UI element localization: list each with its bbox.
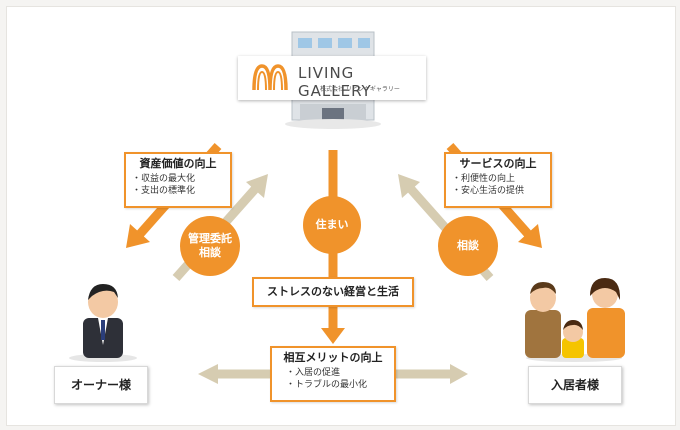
resident-benefit-item: ・安心生活の提供 bbox=[452, 186, 525, 196]
center-banner: ストレスのない経営と生活 bbox=[252, 277, 414, 307]
resident-benefit-item: ・利便性の向上 bbox=[452, 174, 516, 184]
company-sub: 株式会社 リビングギャラリー bbox=[320, 86, 400, 93]
owner-benefit-title: 資産価値の向上 bbox=[139, 157, 217, 170]
owner-benefit-item: ・支出の標準化 bbox=[132, 186, 196, 196]
owner-benefit-item: ・収益の最大化 bbox=[132, 174, 196, 184]
mutual-benefit-box: 相互メリットの向上 ・入居の促進 ・トラブルの最小化 bbox=[270, 346, 396, 402]
mutual-benefit-title: 相互メリットの向上 bbox=[283, 351, 383, 364]
sumai-label: 住まい bbox=[315, 218, 349, 231]
resident-benefit-title: サービスの向上 bbox=[459, 157, 537, 170]
resident-family-icon bbox=[525, 278, 625, 362]
center-banner-text: ストレスのない経営と生活 bbox=[267, 285, 399, 298]
management-consult-line1: 管理委託 bbox=[188, 232, 232, 245]
owner-benefit-box: 資産価値の向上 ・収益の最大化 ・支出の標準化 bbox=[124, 152, 232, 208]
mutual-benefit-item: ・トラブルの最小化 bbox=[286, 380, 368, 390]
mutual-benefit-item: ・入居の促進 bbox=[286, 368, 341, 378]
consult-label: 相談 bbox=[457, 239, 479, 252]
company-name: LIVING GALLERY bbox=[298, 64, 372, 100]
building-icon bbox=[285, 31, 381, 129]
management-consult-line2: 相談 bbox=[199, 246, 221, 259]
consult-circle: 相談 bbox=[438, 216, 498, 276]
owner-person-icon bbox=[69, 284, 137, 362]
management-consult-circle: 管理委託 相談 bbox=[180, 216, 240, 276]
resident-benefit-box: サービスの向上 ・利便性の向上 ・安心生活の提供 bbox=[444, 152, 552, 208]
sumai-circle: 住まい bbox=[303, 196, 361, 254]
resident-label: 入居者様 bbox=[528, 366, 622, 404]
logo-mark-icon bbox=[252, 64, 288, 91]
company-logo: LIVING GALLERY 株式会社 リビングギャラリー bbox=[238, 56, 426, 100]
owner-label: オーナー様 bbox=[54, 366, 148, 404]
